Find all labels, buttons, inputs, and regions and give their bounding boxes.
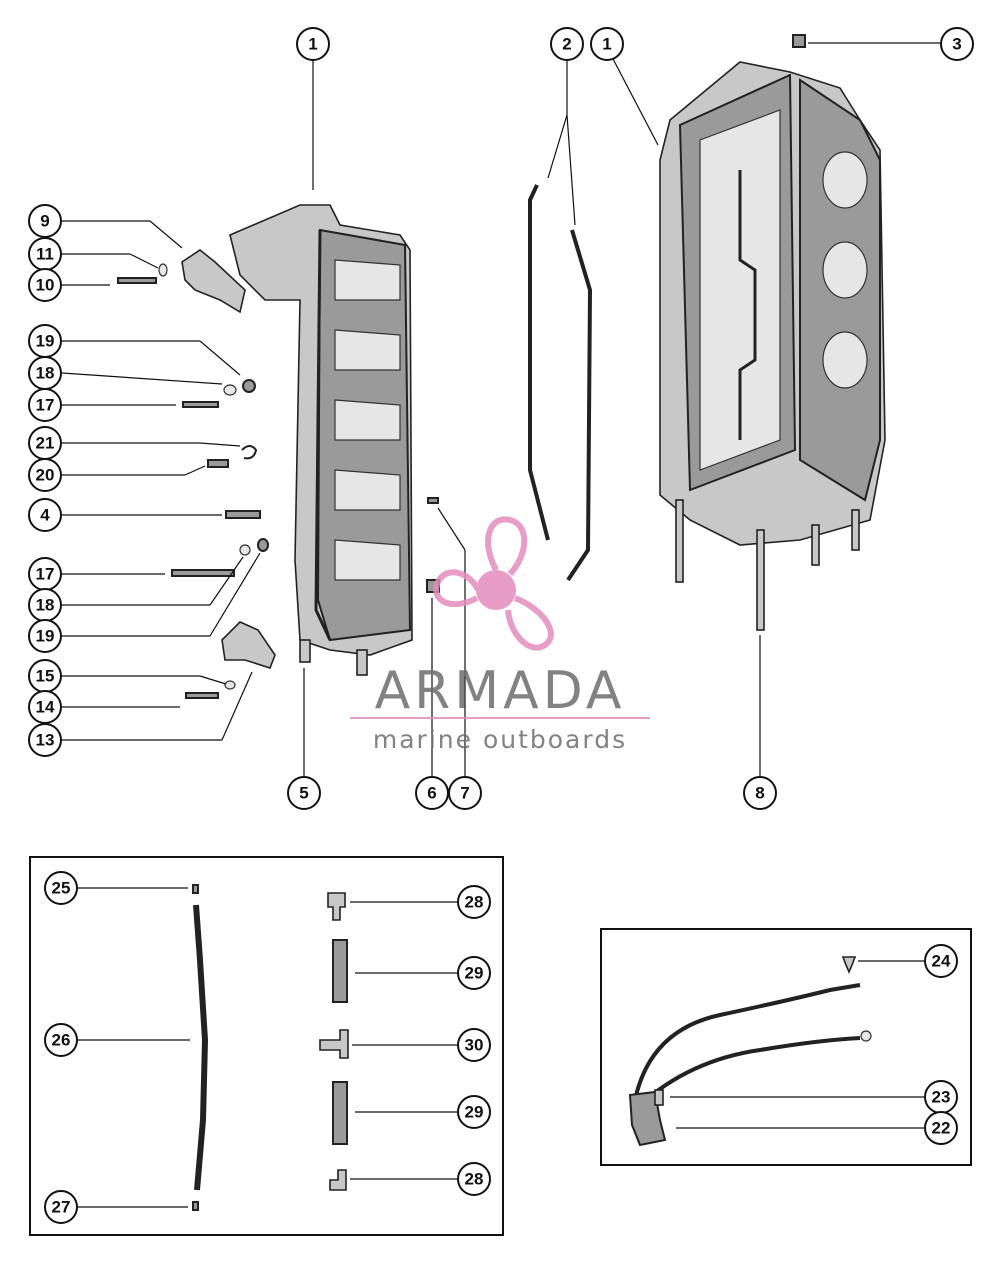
- callout-29-lower: 29: [457, 1095, 491, 1129]
- callout-label: 11: [36, 245, 54, 264]
- cylinder-block-part: [659, 61, 886, 631]
- fasteners-left: [117, 263, 440, 699]
- hose-kit-box: [29, 856, 504, 1236]
- bearing-cap-upper: [181, 249, 246, 314]
- callout-19-upper: 19: [28, 324, 62, 358]
- leader-lines: [61, 42, 940, 1208]
- callout-18-lower: 18: [28, 588, 62, 622]
- callout-label: 7: [460, 784, 469, 803]
- callout-30: 30: [457, 1028, 491, 1062]
- callouts: 1 2 1 3 9 11 10 19 18 17 21 20 4 17 18 1…: [28, 27, 974, 1224]
- callout-4: 4: [28, 498, 62, 532]
- callout-label: 26: [52, 1031, 71, 1050]
- callout-label: 19: [36, 332, 55, 351]
- callout-label: 25: [52, 879, 71, 898]
- callout-29-upper: 29: [457, 956, 491, 990]
- callout-1-top-right: 1: [590, 27, 624, 61]
- callout-label: 23: [932, 1088, 951, 1107]
- callout-label: 28: [465, 893, 484, 912]
- callout-8: 8: [743, 776, 777, 810]
- callout-label: 3: [952, 35, 961, 54]
- crankcase-seal-strips: [528, 184, 593, 582]
- callout-21: 21: [28, 426, 62, 460]
- callout-3: 3: [940, 27, 974, 61]
- callout-7: 7: [448, 776, 482, 810]
- watermark-tagline: marine outboards: [373, 725, 627, 754]
- callout-label: 18: [36, 596, 55, 615]
- callout-label: 29: [465, 1103, 484, 1122]
- callout-label: 1: [308, 35, 317, 54]
- callout-18-upper: 18: [28, 356, 62, 390]
- callout-label: 28: [465, 1170, 484, 1189]
- callout-label: 8: [755, 784, 764, 803]
- callout-13: 13: [28, 723, 62, 757]
- callout-label: 1: [602, 35, 611, 54]
- callout-10: 10: [28, 268, 62, 302]
- armada-watermark: ARMADA marine outboards: [350, 516, 650, 754]
- callout-label: 20: [36, 466, 55, 485]
- callout-11: 11: [28, 237, 62, 271]
- callout-1-top-left: 1: [296, 27, 330, 61]
- callout-17-upper: 17: [28, 388, 62, 422]
- callout-28-upper: 28: [457, 885, 491, 919]
- callout-28-lower: 28: [457, 1162, 491, 1196]
- callout-label: 14: [36, 698, 55, 717]
- callout-27: 27: [44, 1190, 78, 1224]
- watermark-brand: ARMADA: [375, 661, 626, 721]
- callout-23: 23: [924, 1080, 958, 1114]
- callout-label: 4: [40, 506, 50, 525]
- callout-label: 19: [36, 627, 55, 646]
- callout-5: 5: [287, 776, 321, 810]
- callout-label: 6: [427, 784, 436, 803]
- callout-22: 22: [924, 1111, 958, 1145]
- callout-14: 14: [28, 690, 62, 724]
- callout-label: 10: [36, 276, 55, 295]
- callout-25: 25: [44, 871, 78, 905]
- callout-26: 26: [44, 1023, 78, 1057]
- callout-label: 9: [40, 212, 49, 231]
- callout-label: 22: [932, 1119, 951, 1138]
- callout-label: 2: [562, 35, 571, 54]
- callout-label: 5: [299, 784, 308, 803]
- callout-label: 13: [36, 731, 55, 750]
- wiring-kit-parts: [628, 956, 872, 1147]
- callout-label: 27: [52, 1198, 71, 1217]
- callout-label: 29: [465, 964, 484, 983]
- callout-17-lower: 17: [28, 557, 62, 591]
- callout-9: 9: [28, 204, 62, 238]
- crankcase-cover-part: [229, 204, 413, 676]
- propeller-logo-icon: [433, 516, 554, 651]
- callout-6: 6: [415, 776, 449, 810]
- callout-15: 15: [28, 659, 62, 693]
- callout-label: 21: [36, 434, 55, 453]
- callout-label: 15: [36, 667, 55, 686]
- hose-kit-parts: [192, 884, 349, 1211]
- callout-label: 18: [36, 364, 55, 383]
- callout-20: 20: [28, 458, 62, 492]
- callout-label: 17: [36, 396, 55, 415]
- plug-part: [792, 34, 806, 48]
- wiring-kit-box: [600, 928, 972, 1166]
- callout-label: 30: [465, 1036, 484, 1055]
- callout-label: 17: [36, 565, 55, 584]
- bearing-cap-lower: [221, 621, 276, 669]
- callout-2: 2: [550, 27, 584, 61]
- callout-24: 24: [924, 944, 958, 978]
- callout-label: 24: [932, 952, 951, 971]
- callout-19-lower: 19: [28, 619, 62, 653]
